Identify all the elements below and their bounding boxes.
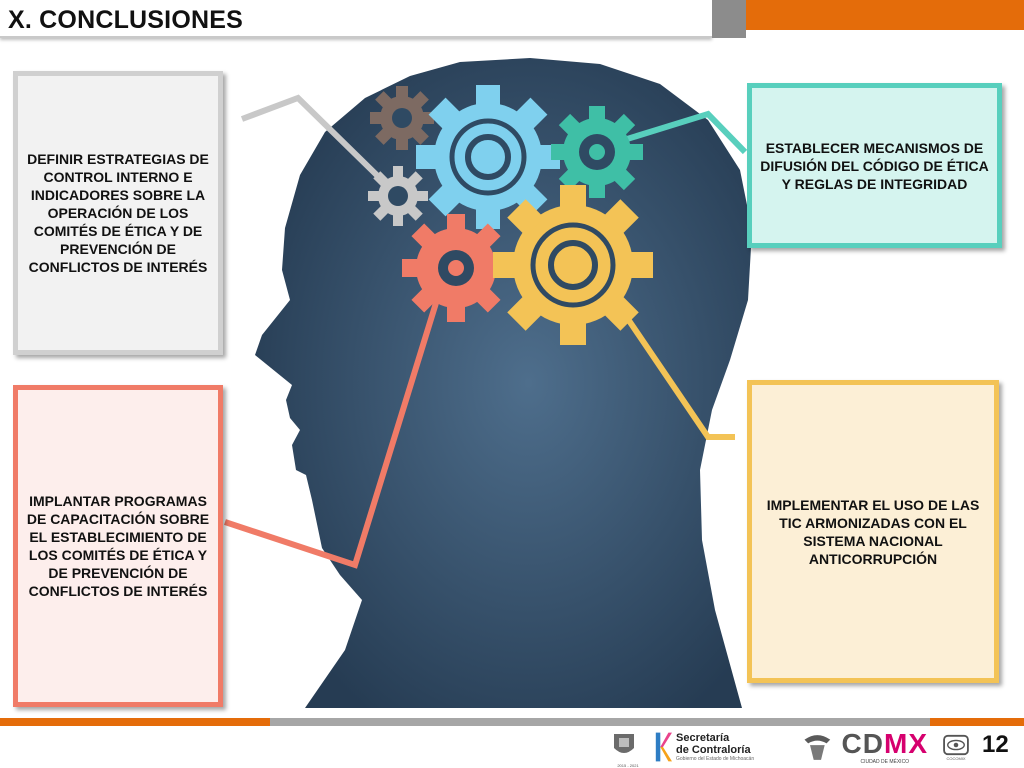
gear-gray-icon (368, 166, 428, 226)
seal-years: 2015 - 2021 (617, 762, 639, 768)
page-title: X. CONCLUSIONES (8, 6, 243, 34)
gear-blue-icon (416, 85, 560, 229)
k-shape-icon (655, 732, 672, 762)
footer-gray-bar (270, 718, 930, 726)
coconix-logo: COCOMIX (942, 734, 970, 761)
header-orange-bar (746, 0, 1024, 30)
conclusion-box-tic: IMPLEMENTAR EL USO DE LAS TIC ARMONIZADA… (747, 380, 999, 683)
seal-icon (614, 733, 634, 753)
conclusion-box-strategies: DEFINIR ESTRATEGIAS DE CONTROL INTERNO E… (13, 71, 223, 355)
cdmx-mx: MX (884, 728, 928, 759)
conclusion-box-training: IMPLANTAR PROGRAMAS DE CAPACITACIÓN SOBR… (13, 385, 223, 707)
conclusion-text-diffusion: ESTABLECER MECANISMOS DE DIFUSIÓN DEL CÓ… (760, 139, 989, 192)
eagle-emblem-icon (804, 735, 831, 760)
page-number: 12 (982, 731, 1009, 758)
connector-coral (224, 289, 443, 569)
footer-logos: 2015 - 2021 Secretaría de Contraloría Go… (610, 726, 970, 768)
title-bar: X. CONCLUSIONES (0, 0, 712, 38)
conclusion-text-strategies: DEFINIR ESTRATEGIAS DE CONTROL INTERNO E… (27, 151, 209, 275)
michoacan-seal-logo: 2015 - 2021 (610, 727, 646, 768)
head-gears-illustration (224, 58, 752, 708)
conclusion-box-diffusion: ESTABLECER MECANISMOS DE DIFUSIÓN DEL CÓ… (747, 83, 1002, 248)
coconix-sub: COCOMIX (946, 755, 966, 761)
footer-orange-bar-left (0, 718, 270, 726)
cdmx-cd: CD (841, 728, 884, 759)
connector-teal (597, 110, 748, 155)
cdmx-logo: CDMX CIUDAD DE MÉXICO (841, 728, 928, 766)
header-gray-block (712, 0, 746, 38)
conclusion-text-tic: IMPLEMENTAR EL USO DE LAS TIC ARMONIZADA… (766, 496, 980, 567)
connector-gray (240, 94, 393, 191)
conclusion-text-training: IMPLANTAR PROGRAMAS DE CAPACITACIÓN SOBR… (26, 493, 210, 599)
cdmx-sub: CIUDAD DE MÉXICO (860, 759, 910, 765)
secretaria-line2: de Contraloría (676, 743, 751, 756)
eye-emblem-icon (943, 734, 969, 755)
footer-orange-bar-right (930, 718, 1024, 726)
secretaria-contraloria-logo: Secretaría de Contraloría Gobierno del E… (654, 730, 799, 764)
secretaria-sub: Gobierno del Estado de Michoacán (676, 755, 755, 762)
connector-yellow (612, 298, 735, 440)
secretaria-line1: Secretaría (676, 731, 730, 744)
gear-brown-icon (370, 86, 434, 150)
gear-teal-icon (551, 106, 643, 198)
